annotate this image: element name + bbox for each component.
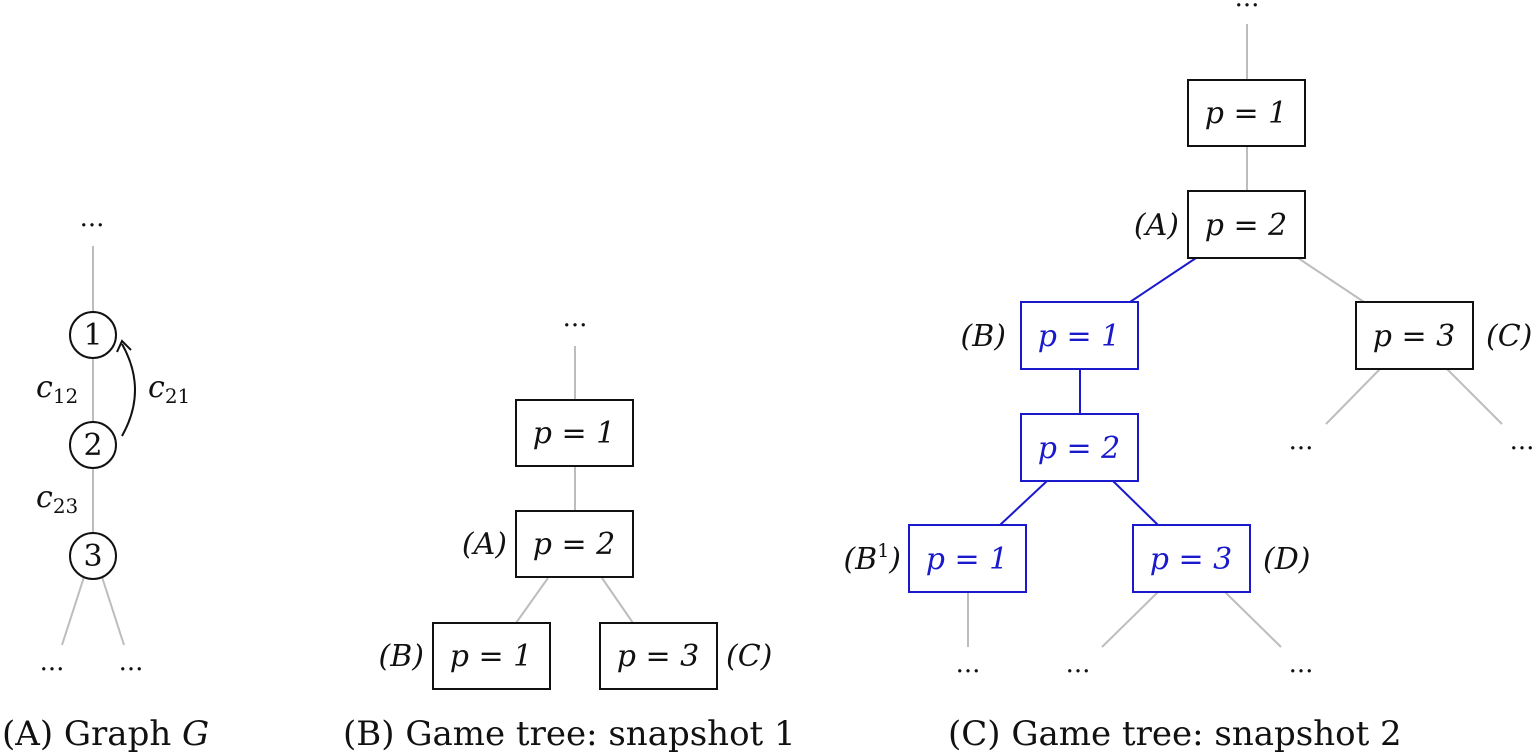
caption-b: (B) Game tree: snapshot 1 (343, 714, 796, 754)
tree-c-node-C (1355, 301, 1474, 370)
tree-c-node-A (1187, 190, 1306, 259)
tree-c-node-B1-text: p = 1 (926, 542, 1009, 577)
tree-b-top-ellipsis: ... (563, 303, 588, 333)
tree-c-edge-A-B (1129, 257, 1197, 303)
graph-node-1 (69, 311, 117, 359)
tree-c-node-root-text: p = 1 (1205, 96, 1288, 131)
tree-b-edge-A-C (601, 577, 634, 624)
caption-c: (C) Game tree: snapshot 2 (948, 714, 1402, 754)
graph-node-2-label: 2 (83, 428, 102, 463)
graph-bottom-right-ellipsis: ... (119, 647, 144, 677)
graph-bottom-left-ellipsis: ... (40, 647, 65, 677)
tree-c-node-B1 (908, 524, 1027, 593)
tree-b-node-A (515, 510, 634, 578)
tree-c-node-C-text: p = 3 (1373, 319, 1456, 354)
tree-c-node-A-text: p = 2 (1205, 208, 1288, 243)
tree-c-edge-C-right (1446, 368, 1503, 425)
tree-c-node-D-text: p = 3 (1150, 542, 1233, 577)
tree-b-node-A-text: p = 2 (533, 527, 616, 562)
tree-c-node-B-mid (1020, 413, 1139, 482)
tree-c-edge-D-right (1224, 591, 1282, 648)
panel-a-graph: ... 1 2 3 c12 c21 c23 ... ... (A) Graph … (2, 203, 209, 754)
graph-edge-2-1-arrow (121, 343, 136, 437)
tree-c-node-D (1132, 524, 1251, 593)
tree-c-edge-A-C (1297, 257, 1365, 303)
tree-b-node-C-text: p = 3 (617, 639, 700, 674)
tree-c-label-B1: (B1) (843, 540, 901, 577)
tree-c-D-left-ellipsis: ... (1066, 649, 1091, 679)
tree-c-node-B-mid-text: p = 2 (1038, 431, 1121, 466)
graph-node-3 (69, 532, 117, 580)
tree-c-D-right-ellipsis: ... (1289, 649, 1314, 679)
tree-c-edge-C-left (1325, 368, 1381, 425)
tree-b-node-B-text: p = 1 (450, 639, 533, 674)
tree-b-node-root-text: p = 1 (533, 416, 616, 451)
edge-label-c21: c21 (148, 370, 190, 408)
tree-b-label-C: (C) (726, 639, 772, 674)
tree-c-C-right-ellipsis: ... (1510, 426, 1535, 456)
tree-c-node-B (1020, 301, 1139, 370)
tree-c-edge-Bmid-D (1112, 480, 1159, 526)
graph-node-1-label: 1 (83, 318, 102, 353)
tree-b-node-C (599, 622, 718, 690)
tree-c-C-left-ellipsis: ... (1289, 426, 1314, 456)
edge-label-c23: c23 (36, 480, 78, 518)
graph-node-3-label: 3 (83, 539, 102, 574)
tree-c-label-B: (B) (961, 319, 1006, 354)
tree-c-label-D: (D) (1263, 542, 1310, 577)
caption-a: (A) Graph G (2, 714, 209, 754)
tree-b-label-B: (B) (379, 639, 424, 674)
tree-b-node-B (432, 622, 551, 690)
tree-b-node-root (515, 399, 634, 467)
tree-c-label-A: (A) (1134, 208, 1179, 243)
tree-c-node-root (1187, 79, 1306, 147)
tree-c-top-ellipsis: ... (1235, 0, 1260, 13)
tree-b-edge-A-B (515, 577, 549, 624)
graph-edge-3-right (101, 576, 125, 646)
panel-b-tree: ... p = 1 p = 2 (A) p = 1 (B) p = 3 (C) … (343, 303, 796, 754)
tree-c-edge-Bmid-B1 (999, 480, 1048, 526)
panel-c-tree: ... p = 1 p = 2 (A) p = 1 (B) p = 3 (C) … (843, 0, 1534, 754)
edge-label-c12: c12 (36, 370, 78, 408)
graph-top-ellipsis: ... (80, 203, 105, 233)
graph-node-2 (69, 421, 117, 469)
arrowhead-icon (116, 339, 132, 353)
graph-edge-3-left (61, 576, 85, 646)
tree-c-edge-D-left (1101, 591, 1159, 648)
tree-b-label-A: (A) (462, 527, 507, 562)
tree-c-B1-ellipsis: ... (956, 649, 981, 679)
tree-c-node-B-text: p = 1 (1038, 319, 1121, 354)
tree-c-label-C: (C) (1486, 319, 1532, 354)
